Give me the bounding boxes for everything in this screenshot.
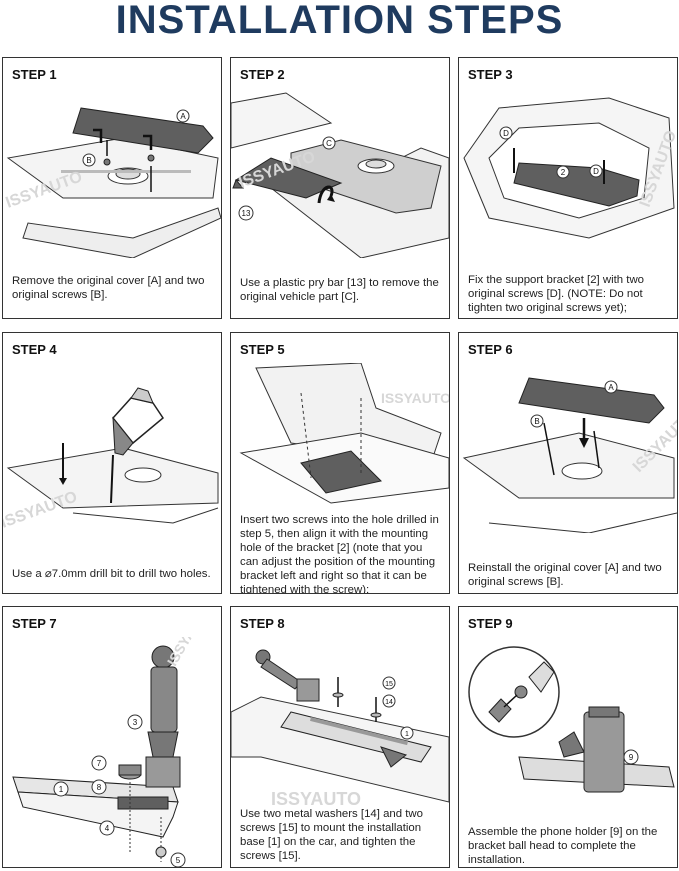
callout-7: 7 bbox=[97, 759, 102, 768]
callout-D: D bbox=[503, 129, 509, 138]
step-8-label: STEP 8 bbox=[240, 616, 285, 631]
callout-14: 14 bbox=[385, 699, 393, 706]
step-6-label: STEP 6 bbox=[468, 342, 513, 357]
callout-A: A bbox=[608, 383, 614, 392]
step-3-illustration: D 2 D ISSYAUTO bbox=[463, 97, 677, 239]
step-5-label: STEP 5 bbox=[240, 342, 285, 357]
step-1-caption: Remove the original cover [A] and two or… bbox=[12, 275, 205, 301]
step-9-caption: Assemble the phone holder [9] on the bra… bbox=[468, 826, 658, 866]
step-7-panel: STEP 7 3 7 8 1 4 5 ISSYAUTO bbox=[2, 606, 222, 868]
step-5-panel: STEP 5 ISSYAUTO Insert two screws into t… bbox=[230, 332, 450, 594]
callout-15: 15 bbox=[385, 681, 393, 688]
callout-1: 1 bbox=[405, 731, 409, 738]
step-4-caption: Use a ⌀7.0mm drill bit to drill two hole… bbox=[12, 568, 211, 580]
step-2-caption: Use a plastic pry bar [13] to remove the… bbox=[240, 277, 439, 303]
step-8-panel: STEP 8 15 14 1 ISSYAUTO Use two metal wa… bbox=[230, 606, 450, 868]
callout-4: 4 bbox=[105, 824, 110, 833]
step-1-illustration: A B ISSYAUTO bbox=[4, 107, 221, 258]
step-6-illustration: A B ISSYAUTO bbox=[462, 377, 677, 533]
step-1-label: STEP 1 bbox=[12, 67, 57, 82]
step-9-illustration: 9 bbox=[468, 646, 675, 793]
step-9-panel: STEP 9 9 Assemble the phone holder [9] o… bbox=[458, 606, 678, 868]
step-3-label: STEP 3 bbox=[468, 67, 513, 82]
step-5-caption: Insert two screws into the hole drilled … bbox=[240, 514, 439, 594]
callout-B: B bbox=[534, 417, 539, 426]
step-5-illustration: ISSYAUTO bbox=[239, 363, 449, 504]
callout-2: 2 bbox=[561, 168, 566, 177]
step-2-panel: STEP 2 C 13 ISSYAUTO Use a plastic pry b… bbox=[230, 57, 450, 319]
callout-8: 8 bbox=[97, 783, 102, 792]
callout-A: A bbox=[180, 112, 186, 121]
watermark: ISSYAUTO bbox=[3, 488, 80, 531]
step-1-panel: STEP 1 A B ISSYAUTO Remove the original … bbox=[2, 57, 222, 319]
step-3-caption: Fix the support bracket [2] with two ori… bbox=[468, 274, 644, 314]
callout-1: 1 bbox=[59, 785, 64, 794]
watermark: ISSYAUTO bbox=[164, 637, 213, 669]
step-4-panel: STEP 4 ISSYAUTO Use a ⌀7.0mm drill bit t… bbox=[2, 332, 222, 594]
watermark: ISSYAUTO bbox=[271, 789, 361, 807]
callout-3: 3 bbox=[133, 718, 138, 727]
step-7-label: STEP 7 bbox=[12, 616, 57, 631]
step-2-illustration: C 13 ISSYAUTO bbox=[231, 92, 449, 258]
step-6-panel: STEP 6 A B ISSYAUTO Reinstall the origin… bbox=[458, 332, 678, 594]
callout-5: 5 bbox=[176, 856, 181, 865]
callout-B: B bbox=[86, 156, 91, 165]
step-9-label: STEP 9 bbox=[468, 616, 513, 631]
watermark: ISSYAUTO bbox=[381, 390, 449, 406]
page-title: INSTALLATION STEPS bbox=[115, 0, 564, 42]
step-8-illustration: 15 14 1 ISSYAUTO bbox=[231, 649, 449, 807]
callout-9: 9 bbox=[629, 753, 634, 762]
step-8-caption: Use two metal washers [14] and two screw… bbox=[240, 808, 423, 862]
callout-C: C bbox=[326, 139, 332, 148]
step-3-panel: STEP 3 D 2 D ISSYAUTO Fix the support br… bbox=[458, 57, 678, 319]
step-2-label: STEP 2 bbox=[240, 67, 285, 82]
step-4-label: STEP 4 bbox=[12, 342, 57, 357]
step-4-illustration: ISSYAUTO bbox=[3, 387, 219, 532]
step-7-illustration: 3 7 8 1 4 5 ISSYAUTO bbox=[12, 637, 213, 867]
callout-13: 13 bbox=[242, 209, 251, 218]
callout-D: D bbox=[593, 167, 599, 176]
step-6-caption: Reinstall the original cover [A] and two… bbox=[468, 562, 662, 588]
